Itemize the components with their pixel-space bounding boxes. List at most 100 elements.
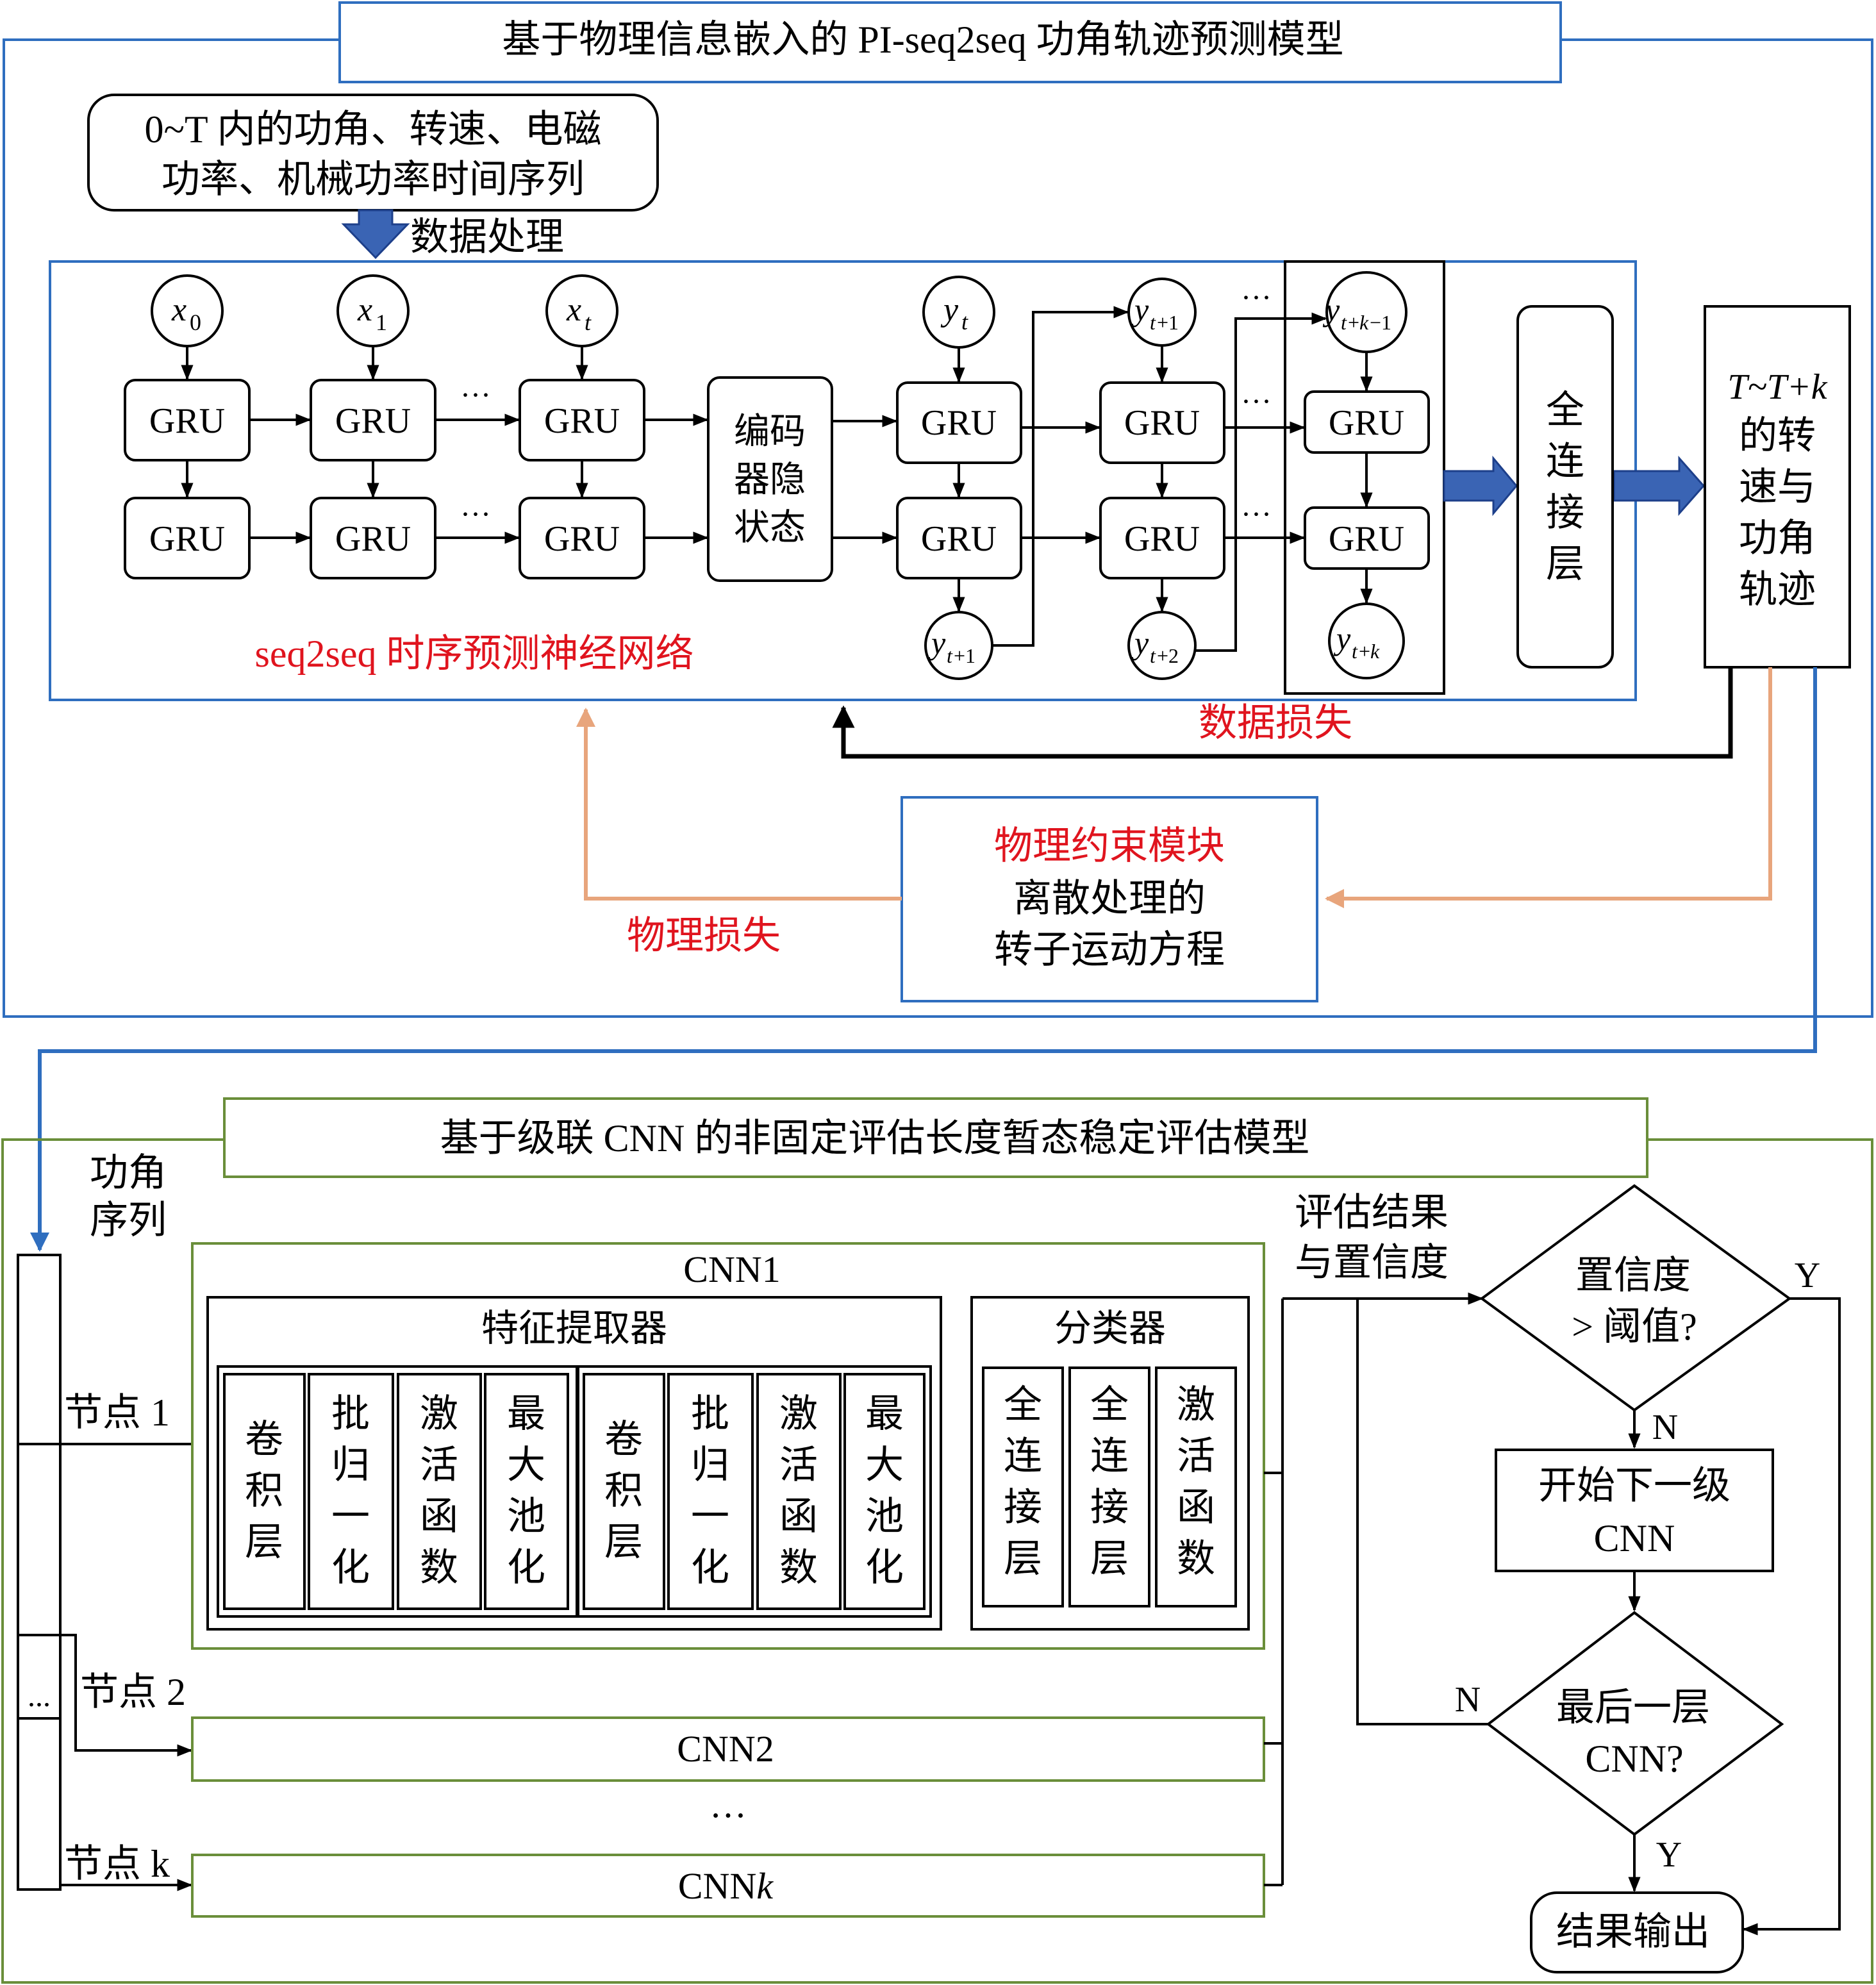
layer-char: 连 [1090, 1435, 1129, 1477]
node-2-arrow [60, 1634, 193, 1757]
layer-char: 接 [1004, 1486, 1042, 1529]
layer-char: 化 [691, 1547, 729, 1589]
fc-text: 连 [1546, 440, 1584, 483]
layer-char: 最 [865, 1393, 904, 1435]
result-text: 的转 [1739, 415, 1816, 457]
next-cnn-box [1495, 1449, 1774, 1572]
svg-text:y: y [1131, 292, 1149, 328]
svg-text:k: k [1370, 640, 1380, 663]
ellipsis: ··· [1241, 385, 1272, 419]
output-yt2: y t +2 [1127, 611, 1197, 680]
input-series-line1: 0~T 内的功角、转速、电磁 [144, 108, 601, 151]
top-title: 基于物理信息嵌入的 PI-seq2seq 功角轨迹预测模型 [502, 19, 1343, 61]
svg-text:+1: +1 [954, 644, 975, 667]
gru-label: GRU [1124, 519, 1200, 559]
encoder-state-text: 状态 [734, 508, 806, 548]
fc-text: 接 [1546, 492, 1584, 534]
top-title-box [338, 1, 1562, 83]
layer-char: 归 [331, 1444, 370, 1486]
layer-char: 积 [245, 1470, 283, 1512]
decision1-text: > 阈值? [1572, 1306, 1697, 1348]
gru-label: GRU [921, 403, 997, 443]
input-x1: x 1 [336, 274, 410, 347]
feature-block-2 [577, 1365, 932, 1618]
gru-label: GRU [544, 401, 620, 441]
decoder-wires [832, 306, 1373, 652]
layer-char: 卷 [245, 1418, 283, 1461]
to-fc-arrow [1443, 455, 1518, 517]
layer-char: 大 [507, 1444, 545, 1486]
layer-char: 大 [865, 1444, 904, 1486]
yes-label: Y [1656, 1835, 1682, 1875]
decision1-text: 置信度 [1575, 1254, 1691, 1297]
data-process-arrow [341, 209, 410, 260]
layer-char: 一 [331, 1495, 370, 1538]
eval-label: 评估结果 [1295, 1192, 1449, 1234]
svg-text:t: t [947, 644, 953, 667]
layer-char: 数 [779, 1547, 818, 1589]
layer-char: 活 [1177, 1435, 1215, 1477]
data-loss-path [832, 667, 1733, 759]
input-xt: x t [545, 274, 618, 347]
result-output-text: 结果输出 [1556, 1911, 1710, 1953]
cnn2-box [191, 1716, 1265, 1782]
gru-label: GRU [1329, 403, 1404, 443]
physics-loss-label: 物理损失 [627, 915, 781, 957]
gru-label: GRU [921, 519, 997, 559]
layer-char: 数 [1177, 1538, 1215, 1580]
fc-layer-box [1516, 305, 1614, 669]
bottom-title-box [223, 1097, 1648, 1178]
result-to-physics-path [1325, 667, 1772, 908]
cnn1-label: CNN1 [683, 1249, 780, 1290]
svg-text:y: y [928, 625, 946, 661]
svg-text:t: t [1352, 640, 1358, 663]
svg-text:y: y [1333, 620, 1351, 656]
layer-char: 化 [865, 1547, 904, 1589]
cnnk-label: CNNk [678, 1865, 774, 1907]
layer-char: 层 [604, 1521, 643, 1563]
fc-text: 全 [1546, 389, 1584, 431]
layer-char: 全 [1004, 1384, 1042, 1426]
svg-text:x: x [566, 292, 581, 328]
decision2-text: 最后一层 [1556, 1686, 1710, 1729]
evaluation-bus [1264, 1292, 1484, 1886]
physics-module-box [901, 796, 1318, 1002]
output-yt: y t [922, 276, 995, 349]
ellipsis: ··· [1241, 281, 1272, 315]
gru-label: GRU [1124, 403, 1200, 443]
layer-char: 层 [245, 1521, 283, 1563]
svg-text:+: + [1348, 311, 1359, 334]
ellipsis: ··· [1241, 497, 1272, 531]
svg-text:0: 0 [190, 310, 201, 335]
layer-char: 积 [604, 1470, 643, 1512]
cnn2-label: CNN2 [677, 1728, 774, 1770]
gru-label: GRU [149, 519, 225, 559]
cnn-dots: … [710, 1784, 747, 1825]
data-loss-label: 数据损失 [1199, 702, 1352, 744]
layer-char: 接 [1090, 1486, 1129, 1529]
layer-char: 函 [779, 1495, 818, 1538]
svg-text:1: 1 [376, 310, 387, 335]
svg-text:k: k [1359, 311, 1369, 334]
ellipsis: ··· [460, 497, 491, 531]
svg-text:t: t [961, 309, 968, 335]
no-label: N [1455, 1680, 1481, 1720]
to-result-arrow [1613, 456, 1706, 516]
result-trajectory-box [1704, 305, 1851, 669]
encoder-wires [181, 346, 709, 544]
trajectory-to-cnn-path [30, 667, 1817, 1252]
svg-text:x: x [357, 292, 372, 328]
layer-char: 激 [420, 1393, 458, 1435]
svg-text:t: t [1341, 311, 1347, 334]
physics-module-line: 离散处理的 [1013, 877, 1206, 920]
physics-module-line: 转子运动方程 [994, 929, 1225, 971]
physics-module-title: 物理约束模块 [994, 825, 1225, 867]
gru-label: GRU [149, 401, 225, 441]
feature-layer-boxes [223, 1373, 926, 1610]
layer-char: 激 [779, 1393, 818, 1435]
sequence-dots: ... [28, 1679, 51, 1713]
svg-text:t: t [1150, 311, 1156, 334]
svg-text:+: + [1359, 640, 1370, 663]
encoder-state-box [707, 376, 833, 582]
